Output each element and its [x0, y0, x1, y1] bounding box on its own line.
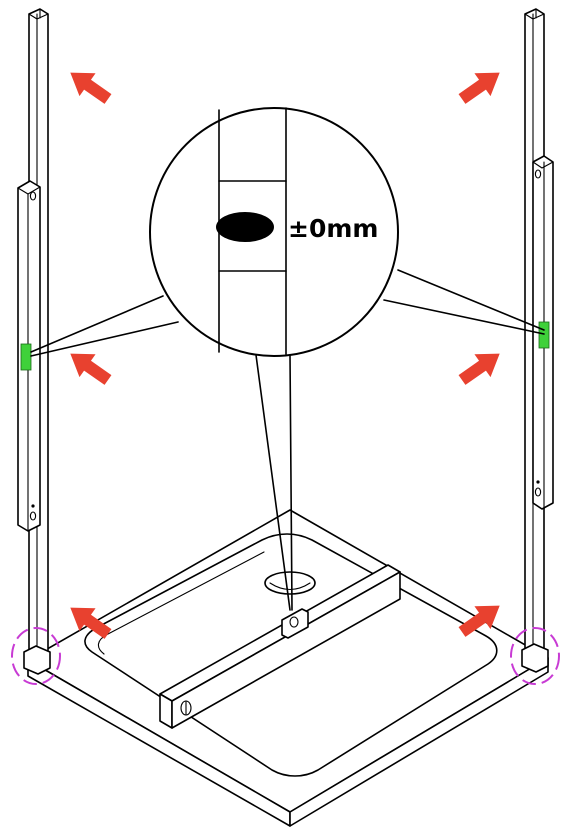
magnified-level-callout: ±0mm [149, 107, 399, 357]
right-foot-mark [510, 627, 560, 685]
foot-highlight-marks [11, 627, 560, 685]
push-arrows [70, 72, 500, 639]
level-bubble [216, 212, 274, 242]
drain-hole [264, 571, 316, 595]
callout-leaders [30, 269, 545, 611]
tolerance-label: ±0mm [288, 214, 378, 243]
tray-spirit-level [159, 564, 401, 729]
push-arrow-icon [458, 353, 500, 385]
push-arrow-icon [458, 605, 500, 637]
left-spirit-level [17, 180, 41, 532]
push-arrow-icon [70, 353, 112, 385]
bubble-vial-icon [538, 321, 550, 349]
push-arrow-icon [458, 72, 500, 104]
right-spirit-level [532, 155, 554, 510]
shower-tray [27, 509, 549, 827]
push-arrow-icon [70, 607, 112, 639]
push-arrow-icon [70, 72, 112, 104]
bubble-vial-icon [20, 343, 32, 371]
left-foot-mark [11, 627, 61, 685]
